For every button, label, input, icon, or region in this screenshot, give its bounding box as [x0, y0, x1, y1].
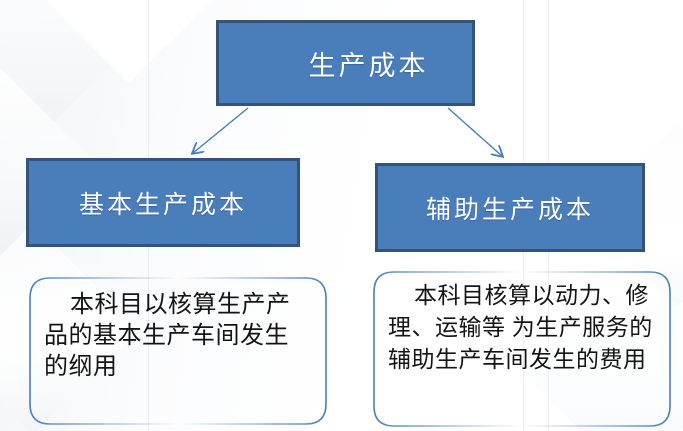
note-basic-text: 本科目以核算生产产品的基本生产车间发生的纲用: [44, 292, 291, 380]
node-root-label: 生产成本: [308, 50, 429, 81]
diamond-shape: [8, 0, 250, 84]
node-basic-production-cost[interactable]: 基本生产成本: [26, 158, 300, 247]
node-basic-label: 基本生产成本: [78, 191, 247, 219]
note-auxiliary-production-cost: 本科目核算以动力、修理、运输等 为生产服务的辅助生产车间发生的费用: [372, 270, 672, 428]
node-auxiliary-label: 辅助生产成本: [425, 196, 594, 224]
note-auxiliary-text: 本科目核算以动力、修理、运输等 为生产服务的辅助生产车间发生的费用: [388, 283, 653, 372]
node-auxiliary-production-cost[interactable]: 辅助生产成本: [375, 163, 645, 252]
connector-left: [193, 107, 249, 153]
note-basic-production-cost: 本科目以核算生产产品的基本生产车间发生的纲用: [28, 276, 328, 426]
node-production-cost[interactable]: 生产成本: [216, 20, 475, 106]
diamond-shape: [0, 0, 160, 152]
connector-right: [447, 107, 502, 156]
